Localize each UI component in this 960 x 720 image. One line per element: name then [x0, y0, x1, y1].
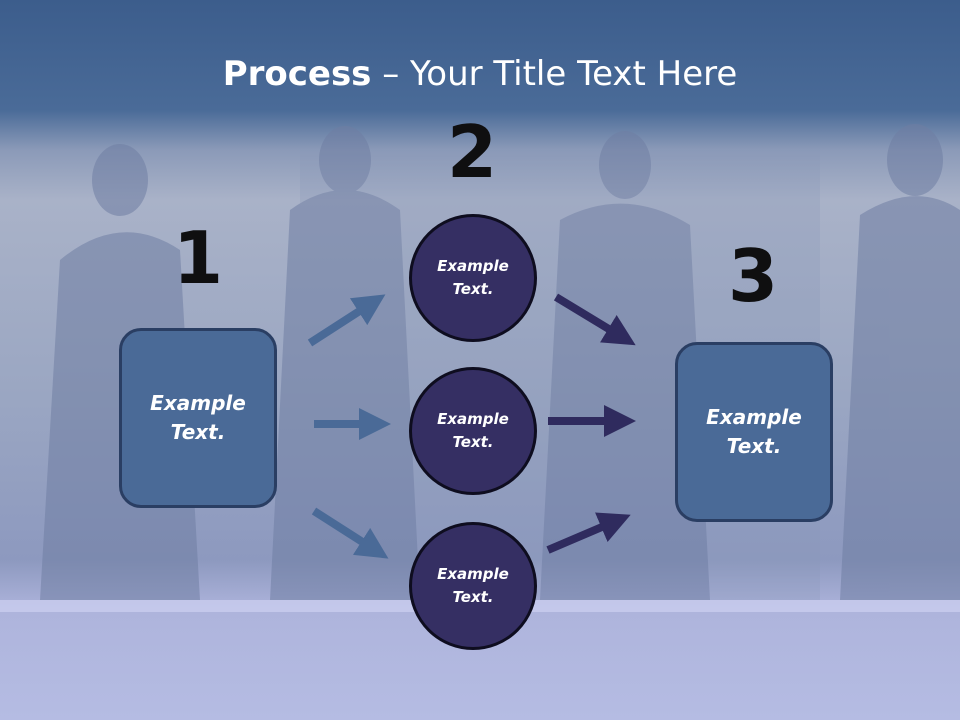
step-2-circle-top-text: Example Text.: [437, 257, 509, 298]
step-2-circle-top: Example Text.: [409, 214, 537, 342]
step-number-2: 2: [446, 110, 498, 194]
slide-title: Process – Your Title Text Here: [0, 52, 960, 96]
step-3-text: Example Text.: [706, 405, 802, 458]
step-number-1: 1: [172, 216, 224, 300]
arrow-top-to-3: [553, 293, 636, 346]
step-2-circle-bottom: Example Text.: [409, 522, 537, 650]
title-rest: – Your Title Text Here: [371, 54, 738, 94]
step-1-box: Example Text.: [119, 328, 277, 508]
step-2-circle-middle-text: Example Text.: [437, 410, 509, 451]
arrow-bottom-to-3: [546, 512, 631, 554]
title-bold: Process: [222, 54, 372, 94]
step-2-circle-bottom-text: Example Text.: [437, 565, 509, 606]
step-2-circle-middle: Example Text.: [409, 367, 537, 495]
arrow-1-to-top: [307, 294, 386, 347]
step-3-box: Example Text.: [675, 342, 833, 522]
step-number-3: 3: [727, 234, 779, 318]
step-1-text: Example Text.: [150, 391, 246, 444]
arrow-1-to-bottom: [311, 507, 389, 559]
